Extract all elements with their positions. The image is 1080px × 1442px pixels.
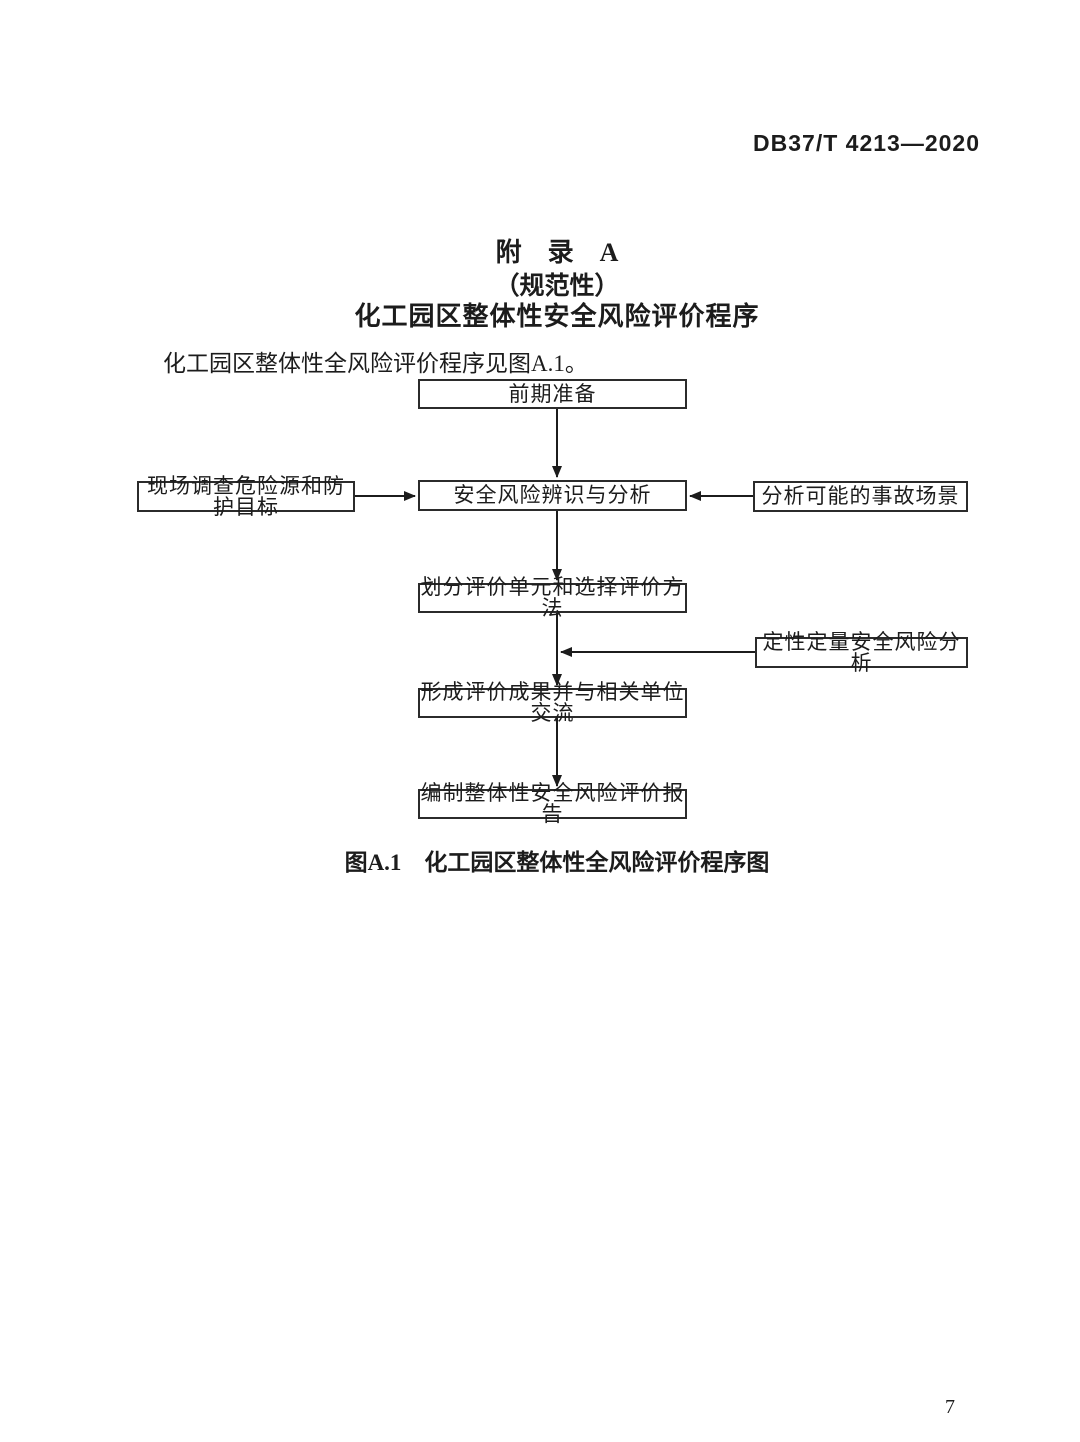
flow-node-qualitative-quantitative-analysis: 定性定量安全风险分析: [755, 631, 968, 673]
appendix-subtitle: 化工园区整体性安全风险评价程序: [354, 302, 760, 331]
page-number: 7: [945, 1396, 955, 1418]
appendix-normative-label: （规范性）: [494, 273, 620, 300]
appendix-title: 附 录 A: [495, 238, 619, 267]
standard-number-header: DB37/T 4213—2020: [753, 130, 980, 156]
flow-node-form-results-communicate: 形成评价成果并与相关单位交流: [418, 682, 687, 724]
flow-node-site-survey-hazards-targets: 现场调查危险源和防护目标: [137, 475, 355, 517]
flow-node-compile-overall-risk-report: 编制整体性安全风险评价报告: [418, 783, 687, 825]
flow-node-risk-identification-analysis: 安全风险辨识与分析: [418, 480, 687, 511]
flow-node-possible-accident-scenarios: 分析可能的事故场景: [753, 481, 968, 512]
figure-caption: 图A.1 化工园区整体性全风险评价程序图: [344, 850, 770, 875]
flow-node-divide-units-select-methods: 划分评价单元和选择评价方法: [418, 577, 687, 619]
body-paragraph: 化工园区整体性全风险评价程序见图A.1。: [163, 351, 588, 376]
flow-node-preliminary-preparation: 前期准备: [418, 379, 687, 409]
